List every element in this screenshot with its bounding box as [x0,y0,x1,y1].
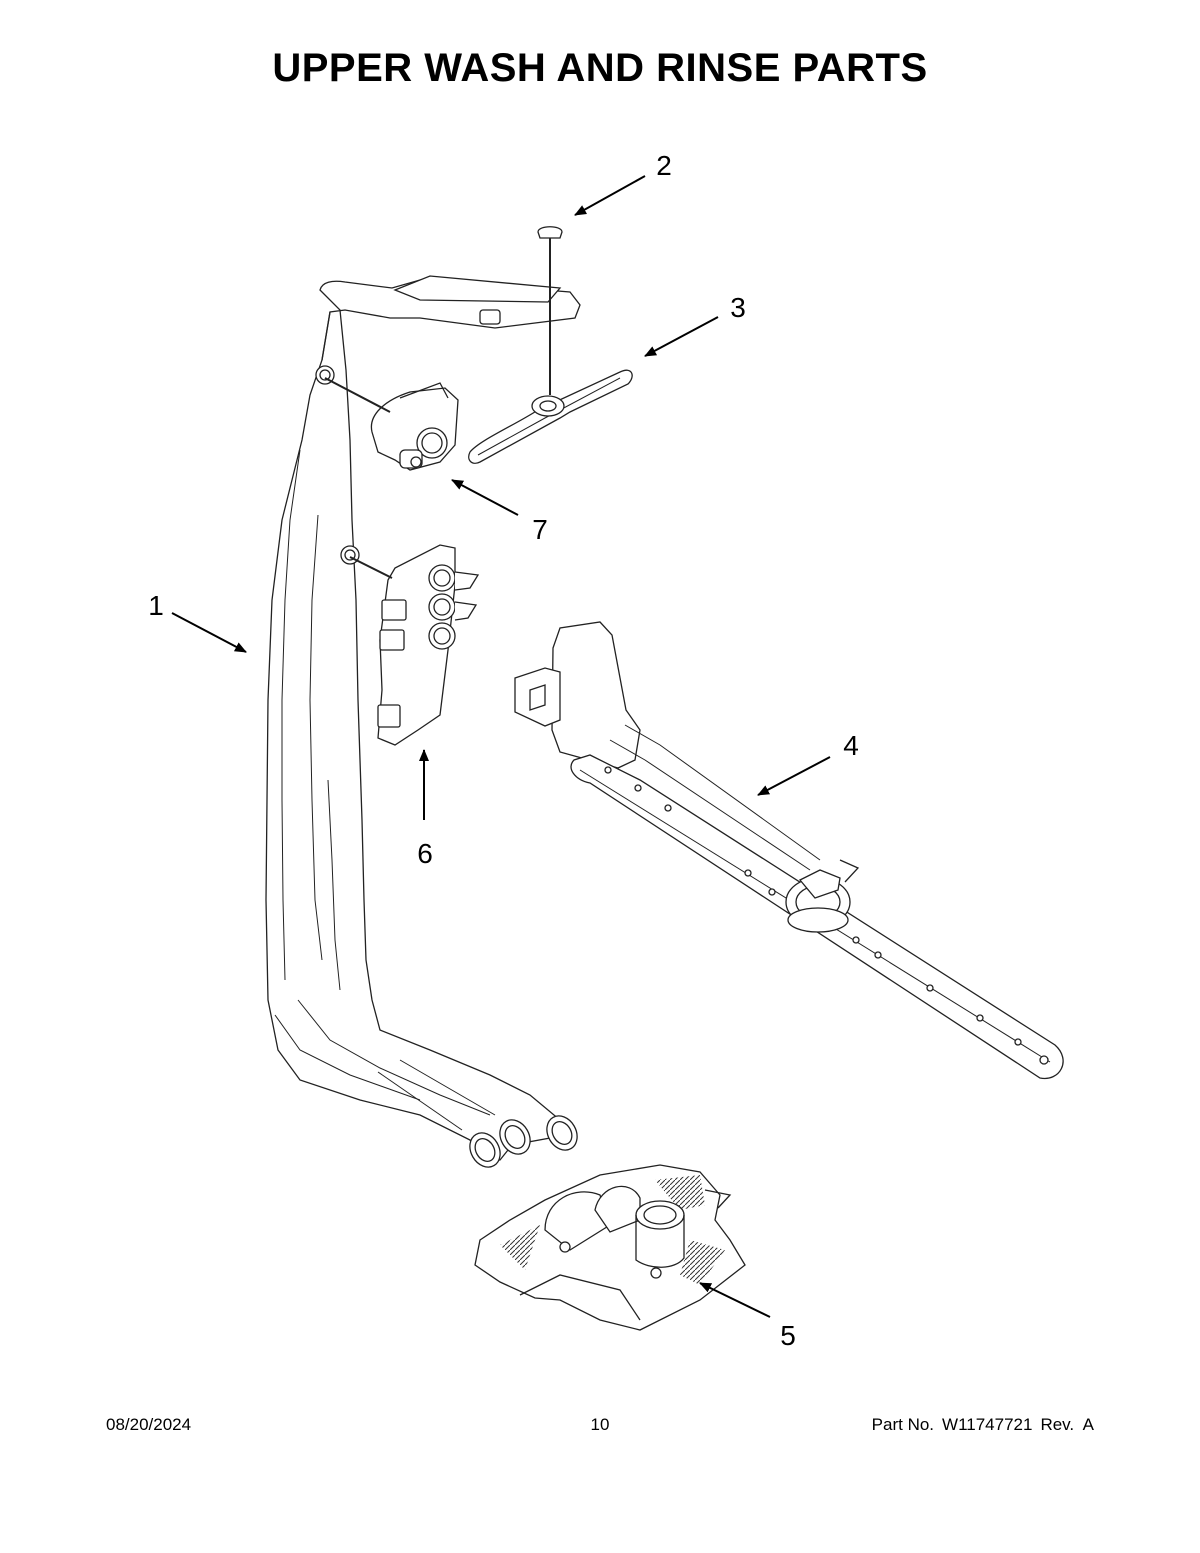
callout-7: 7 [532,514,548,545]
footer-part-info: Part No. W11747721 Rev. A [864,1415,1094,1435]
part-6-valve-block [349,544,480,746]
part-3-upper-spray-arm [468,369,633,464]
arrow-2 [574,175,646,216]
callout-arrows [171,175,831,1318]
page-title: UPPER WASH AND RINSE PARTS [272,46,928,90]
footer-page-number: 10 [590,1415,610,1434]
part-2-cap [537,226,563,395]
revision: Rev. A [1040,1415,1094,1434]
arrow-5 [699,1282,771,1318]
arrow-4 [757,756,831,796]
part-7-valve [324,377,459,471]
callout-4: 4 [843,730,859,761]
callout-2: 2 [656,150,672,181]
arrow-7 [451,479,519,516]
part-5-sump-base [474,1164,746,1331]
part-number: W11747721 [942,1415,1033,1434]
part-1-supply-tube [265,275,581,1168]
arrow-3 [644,316,719,357]
callout-5: 5 [780,1320,796,1351]
callout-6: 6 [417,838,433,869]
part-label: Part No. [871,1415,935,1434]
footer-date: 08/20/2024 [106,1415,192,1434]
callout-1: 1 [148,590,164,621]
part-4-spray-arm [514,621,1064,1080]
arrow-1 [171,612,247,653]
callout-3: 3 [730,292,746,323]
